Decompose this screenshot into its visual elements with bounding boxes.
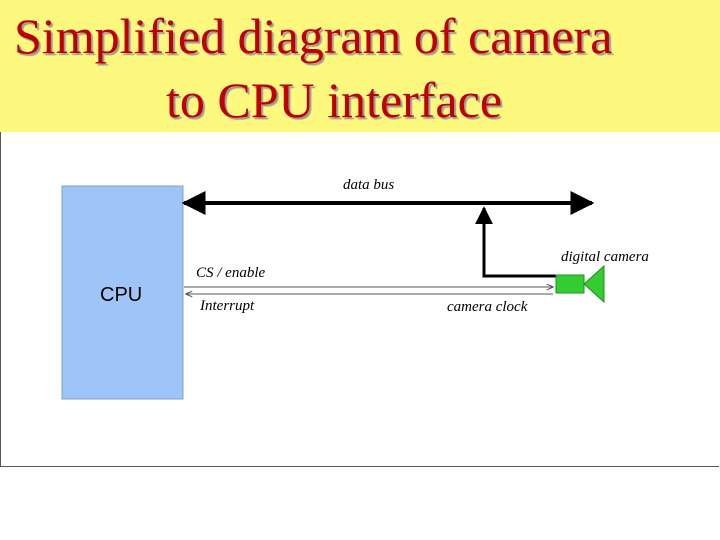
data-bus-label: data bus bbox=[343, 177, 394, 193]
digital-camera-icon bbox=[555, 264, 605, 304]
cpu-block bbox=[61, 185, 184, 400]
camera-clock-label: camera clock bbox=[447, 299, 528, 315]
slide-title-line-2: to CPU interface bbox=[166, 72, 503, 128]
slide-title-line-1: Simplified diagram of camera bbox=[14, 8, 613, 64]
camera-data-connection bbox=[475, 206, 556, 278]
cs-enable-label: CS / enable bbox=[196, 265, 265, 281]
interrupt-label: Interrupt bbox=[199, 298, 255, 314]
diagram-frame bbox=[0, 132, 719, 467]
cpu-label: CPU bbox=[100, 284, 142, 306]
digital-camera-label: digital camera bbox=[561, 249, 649, 265]
title-banner: Simplified diagram of camera to CPU inte… bbox=[0, 0, 720, 132]
